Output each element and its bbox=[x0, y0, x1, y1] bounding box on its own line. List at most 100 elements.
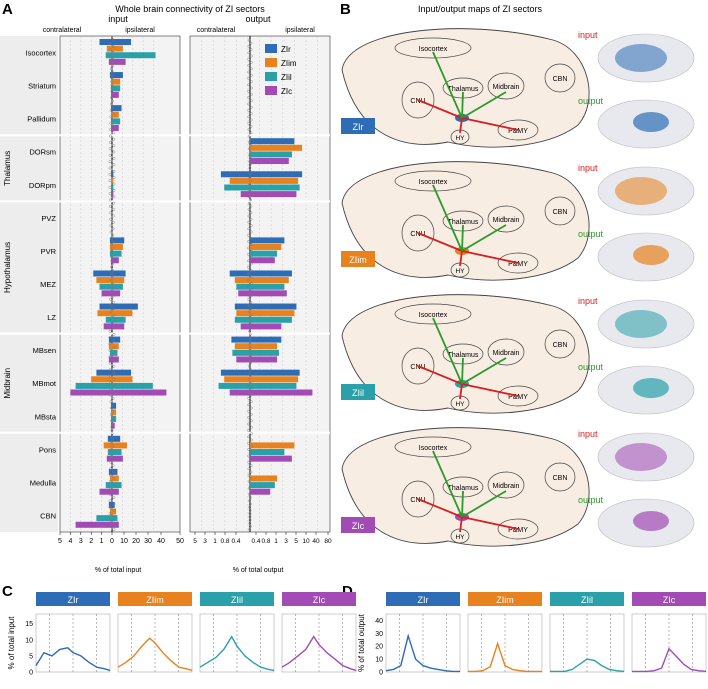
input-sample-point bbox=[108, 342, 112, 346]
input-bar-contra bbox=[110, 118, 112, 125]
panel-letter-d: D bbox=[342, 583, 353, 600]
input-bar-ipsi bbox=[112, 171, 114, 178]
sector-label-box bbox=[341, 118, 375, 134]
input-sample-point bbox=[108, 140, 112, 144]
output-bar-ipsi bbox=[250, 316, 292, 323]
output-sample-point bbox=[249, 118, 253, 122]
input-bar-contra bbox=[105, 52, 112, 59]
y-axis-label: % of total input bbox=[7, 616, 16, 670]
input-sample-point bbox=[110, 246, 114, 250]
output-bar-contra bbox=[236, 283, 250, 290]
input-bar-ipsi bbox=[112, 244, 123, 251]
output-sample-point bbox=[247, 409, 250, 413]
input-sample-point bbox=[112, 137, 116, 141]
connection-arrow bbox=[461, 224, 507, 252]
input-sample-point bbox=[112, 483, 116, 487]
output-sample-point bbox=[247, 233, 250, 237]
panel-b-title: Input/output maps of ZI sectors bbox=[418, 4, 543, 14]
output-sample-point bbox=[250, 262, 253, 266]
output-sample-point bbox=[247, 486, 251, 490]
output-bar-ipsi bbox=[250, 310, 295, 317]
input-sample-point bbox=[112, 489, 116, 493]
input-sample-point bbox=[111, 240, 114, 244]
input-bar-ipsi bbox=[112, 482, 122, 489]
region-label-hy: HY bbox=[455, 401, 465, 408]
output-sample-point bbox=[250, 73, 253, 77]
output-sample-point bbox=[248, 329, 251, 333]
output-sample-point bbox=[248, 499, 251, 503]
input-sample-point bbox=[110, 73, 114, 77]
connection-arrow bbox=[459, 383, 463, 400]
output-sample-point bbox=[249, 355, 252, 359]
input-bar-contra bbox=[110, 257, 112, 264]
input-sample-point bbox=[112, 313, 116, 317]
output-bar-ipsi bbox=[250, 336, 282, 343]
output-sample-point bbox=[247, 77, 250, 80]
input-sample-point bbox=[111, 470, 115, 474]
output-sample-point bbox=[248, 515, 252, 519]
isocortex-region bbox=[394, 170, 472, 192]
pmy-region bbox=[497, 119, 539, 141]
input-sample-point bbox=[108, 323, 112, 327]
sector-header-label: ZIil bbox=[581, 595, 593, 605]
output-sample-point bbox=[248, 169, 252, 173]
input-sample-point bbox=[112, 515, 116, 519]
sector-header-label: ZIc bbox=[313, 595, 326, 605]
output-bar-contra bbox=[236, 356, 250, 363]
input-sample-point bbox=[109, 230, 113, 234]
input-bar-ipsi bbox=[112, 124, 119, 131]
input-bar-contra bbox=[96, 369, 112, 376]
output-sample-point bbox=[248, 176, 252, 179]
profile-line bbox=[199, 635, 275, 672]
output-sample-point bbox=[247, 227, 251, 231]
input-bar-ipsi bbox=[112, 111, 119, 118]
output-sample-point bbox=[247, 304, 251, 307]
input-sample-point bbox=[112, 476, 115, 480]
input-bar-contra bbox=[101, 290, 112, 297]
y-tick-label: 10 bbox=[25, 637, 33, 644]
output-sample-point bbox=[250, 256, 253, 259]
input-bar-contra bbox=[108, 58, 112, 65]
profile-line bbox=[385, 633, 460, 673]
output-bar-contra bbox=[220, 369, 250, 376]
input-sample-point bbox=[109, 121, 113, 125]
input-bar-ipsi bbox=[112, 415, 117, 422]
input-sample-point bbox=[112, 384, 115, 387]
input-sample-point bbox=[110, 249, 114, 253]
input-sample-point bbox=[109, 473, 112, 477]
input-sample-point bbox=[109, 128, 112, 132]
region-label: Medulla bbox=[30, 478, 57, 487]
output-tick-label: 0.4 bbox=[251, 538, 260, 545]
input-bar-contra bbox=[105, 482, 112, 489]
input-bar-contra bbox=[109, 475, 112, 482]
output-bar-contra bbox=[234, 303, 250, 310]
output-bar-contra bbox=[234, 343, 250, 350]
output-sample-point bbox=[249, 211, 253, 215]
input-bar-contra bbox=[110, 402, 112, 409]
input-bar-contra bbox=[110, 111, 112, 118]
input-sample-point bbox=[111, 227, 115, 231]
output-sample-point bbox=[248, 153, 251, 157]
output-contralateral-label: contralateral bbox=[197, 27, 236, 34]
input-sample-point bbox=[110, 438, 114, 442]
output-map-label: output bbox=[578, 362, 604, 372]
input-sample-point bbox=[109, 297, 113, 301]
input-sample-point bbox=[108, 185, 112, 189]
output-sample-point bbox=[250, 275, 253, 279]
input-sample-point bbox=[108, 505, 112, 509]
region-label: PVR bbox=[41, 247, 57, 256]
output-sample-point bbox=[250, 230, 253, 234]
sector-label-box bbox=[341, 517, 375, 533]
isocortex-region bbox=[394, 436, 472, 458]
output-sample-point bbox=[249, 294, 253, 298]
output-sample-point bbox=[247, 310, 251, 314]
input-tick-label: 20 bbox=[132, 538, 140, 545]
input-sample-point bbox=[110, 441, 113, 445]
input-sample-point bbox=[110, 435, 114, 439]
input-bar-ipsi bbox=[112, 303, 138, 310]
input-sample-point bbox=[109, 61, 113, 64]
input-sample-point bbox=[108, 310, 112, 314]
output-sample-point bbox=[249, 496, 252, 499]
legend-swatch-ziim bbox=[265, 58, 277, 67]
